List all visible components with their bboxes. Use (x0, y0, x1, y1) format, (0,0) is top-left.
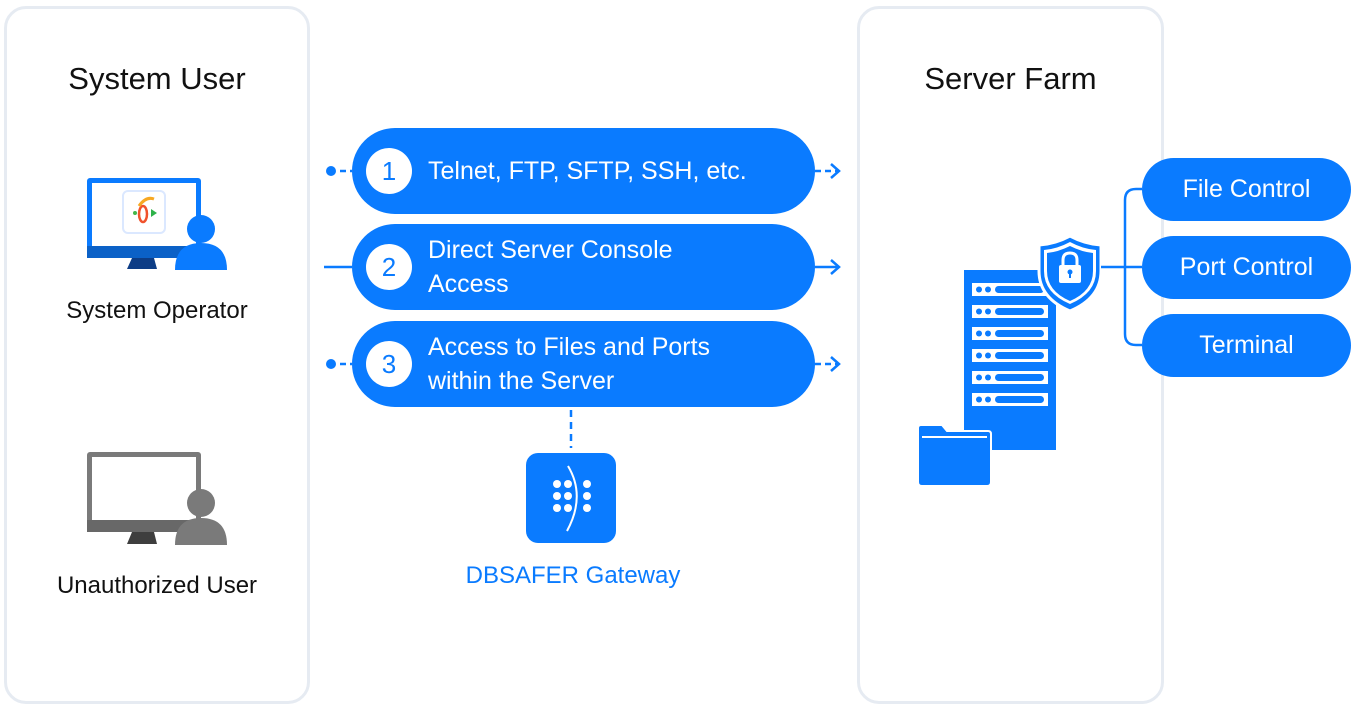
monitor-user-gray-icon (87, 452, 227, 545)
terminal-pill: Terminal (1142, 314, 1351, 377)
server-farm-title: Server Farm (924, 61, 1097, 96)
system-user-title: System User (68, 61, 246, 96)
path1-arrow-right (815, 163, 841, 179)
step-number-1: 1 (366, 148, 412, 194)
shield-lock-icon (1037, 234, 1103, 313)
server-rack-icon (964, 270, 1056, 450)
dbsafer-app-icon (122, 190, 166, 234)
path3-arrow-right (815, 356, 841, 372)
folder-icon (917, 424, 992, 487)
path3-connector-left (326, 359, 352, 369)
system-user-panel: System User System Operator Unauthorized… (4, 6, 310, 704)
step-number-2: 2 (366, 244, 412, 290)
unauthorized-user-label: Unauthorized User (56, 572, 258, 599)
access-path-3: 3 Access to Files and Ports within the S… (352, 321, 815, 407)
controls-connector (1101, 187, 1142, 347)
path2-arrow-right (815, 259, 841, 275)
monitor-user-blue-icon (87, 178, 227, 270)
access-path-2: 2 Direct Server Console Access (352, 224, 815, 310)
path1-connector-left (326, 166, 352, 176)
step-number-3: 3 (366, 341, 412, 387)
dbsafer-gateway-icon (526, 453, 616, 543)
access-path-1: 1 Telnet, FTP, SFTP, SSH, etc. (352, 128, 815, 214)
access-path-1-label: Telnet, FTP, SFTP, SSH, etc. (428, 157, 747, 185)
gateway-label: DBSAFER Gateway (465, 562, 681, 589)
access-path-2-label: Direct Server Console Access (428, 236, 673, 298)
file-control-pill: File Control (1142, 158, 1351, 221)
port-control-pill: Port Control (1142, 236, 1351, 299)
access-path-3-label: Access to Files and Ports within the Ser… (428, 333, 711, 395)
system-operator-label: System Operator (66, 297, 248, 324)
